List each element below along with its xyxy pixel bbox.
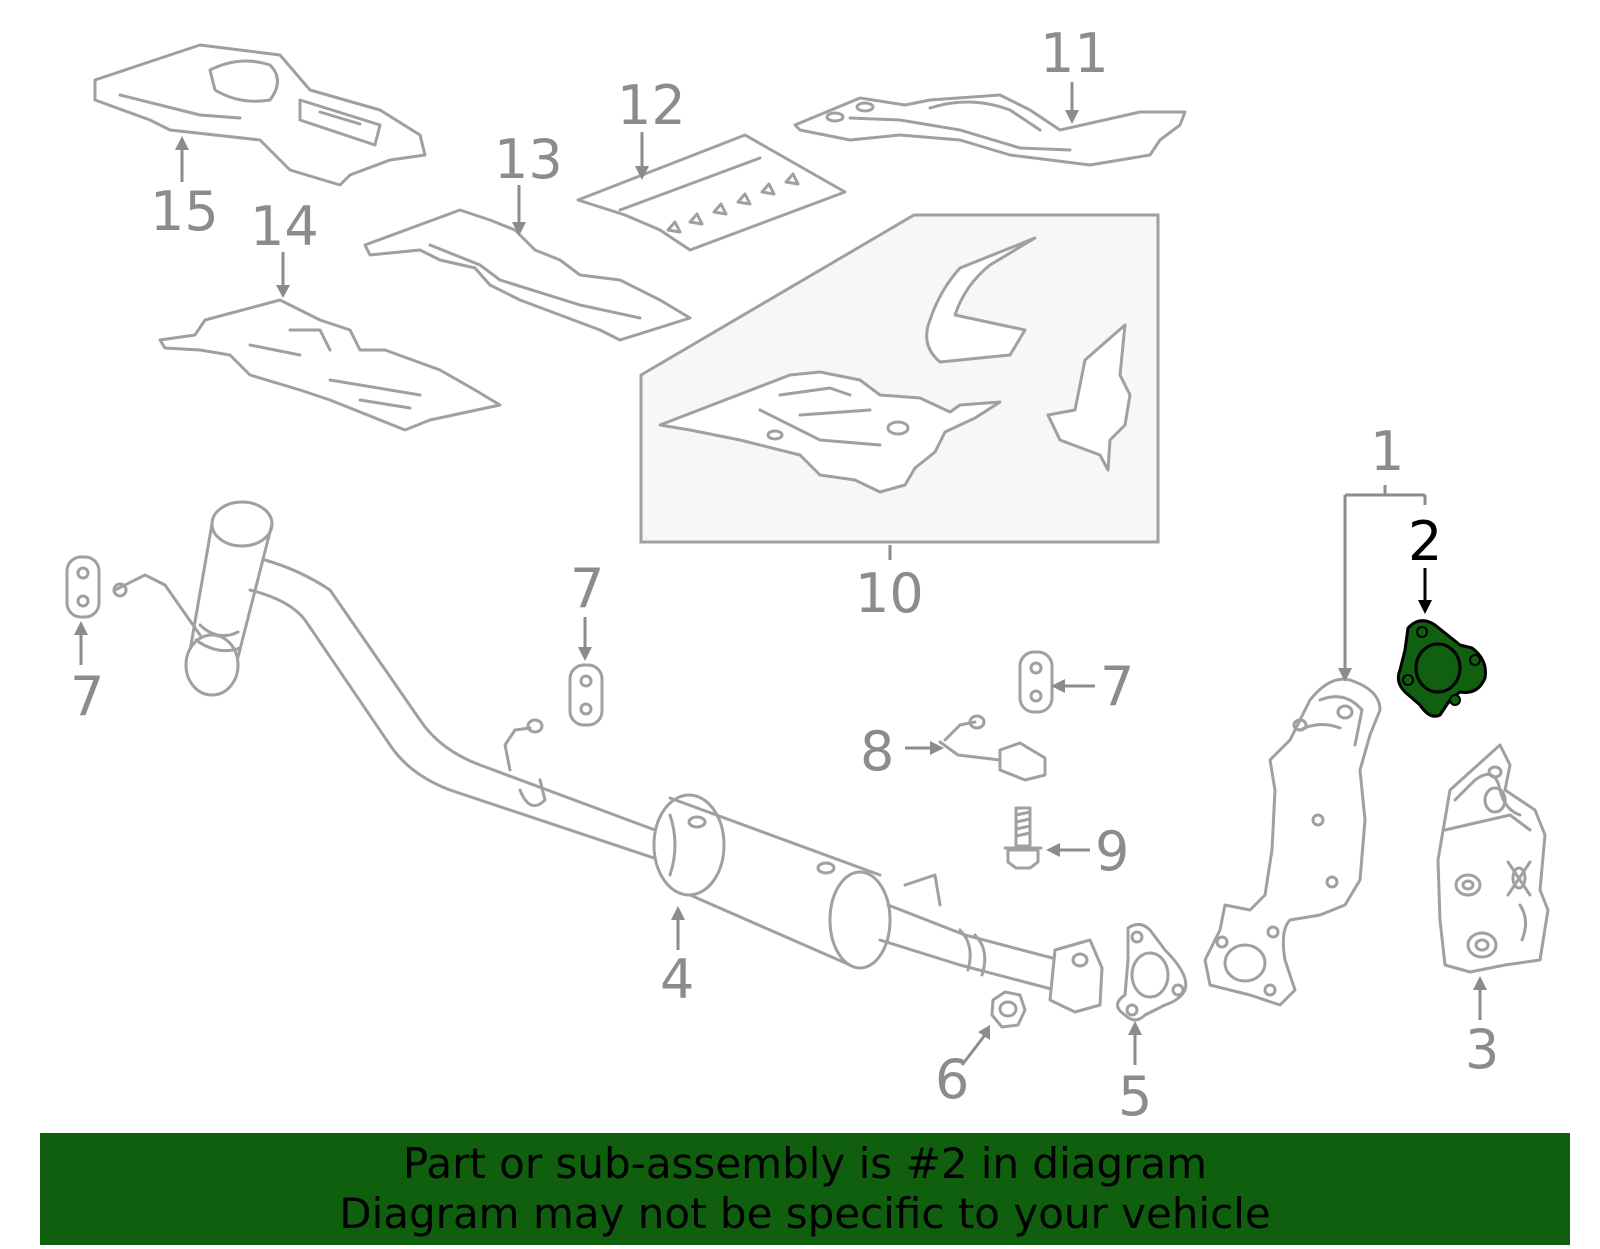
part-7-hanger-right xyxy=(1018,650,1054,714)
svg-text:13: 13 xyxy=(494,128,563,191)
banner-line-1: Part or sub-assembly is #2 in diagram xyxy=(402,1139,1208,1188)
svg-text:2: 2 xyxy=(1408,510,1442,573)
callout-12: 12 xyxy=(617,74,686,180)
part-2-highlighted-gasket xyxy=(1396,619,1487,718)
part-11-heat-shield xyxy=(793,93,1187,167)
svg-text:6: 6 xyxy=(935,1048,969,1111)
part-7-hanger-left xyxy=(65,555,101,619)
part-1-catalytic-converter xyxy=(1203,677,1382,1007)
part-3-converter-heat-shield xyxy=(1436,743,1550,974)
callout-14: 14 xyxy=(250,195,319,298)
part-4-muffler-assembly xyxy=(112,500,1104,1014)
callout-15: 15 xyxy=(150,136,219,243)
part-6-nut xyxy=(990,990,1027,1029)
part-12-heat-shield xyxy=(576,133,847,252)
svg-text:7: 7 xyxy=(570,557,604,620)
part-10-inset-box xyxy=(639,213,1160,544)
svg-text:10: 10 xyxy=(855,562,924,625)
callout-1: 1 xyxy=(1338,420,1427,682)
part-7-hanger-middle xyxy=(568,663,604,727)
svg-text:8: 8 xyxy=(860,720,894,783)
svg-text:9: 9 xyxy=(1095,820,1129,883)
callout-7-left: 7 xyxy=(70,621,104,728)
callout-5: 5 xyxy=(1118,1021,1152,1128)
callout-7-middle: 7 xyxy=(570,557,604,661)
callout-7-right: 7 xyxy=(1051,655,1134,718)
svg-text:14: 14 xyxy=(250,195,319,258)
callout-13: 13 xyxy=(494,128,563,236)
callout-10: 10 xyxy=(855,545,924,625)
svg-text:1: 1 xyxy=(1370,420,1404,483)
part-14-heat-shield xyxy=(158,298,502,432)
part-5-gasket xyxy=(1116,923,1188,1022)
svg-text:3: 3 xyxy=(1465,1018,1499,1081)
svg-text:15: 15 xyxy=(150,180,219,243)
svg-text:7: 7 xyxy=(1100,655,1134,718)
svg-text:11: 11 xyxy=(1040,22,1109,85)
callout-4: 4 xyxy=(660,906,694,1011)
callout-3: 3 xyxy=(1465,976,1499,1081)
callout-8: 8 xyxy=(860,720,944,783)
part-15-heat-shield xyxy=(93,43,427,187)
callout-2: 2 xyxy=(1408,510,1442,614)
callout-11: 11 xyxy=(1040,22,1109,124)
banner-line-2: Diagram may not be specific to your vehi… xyxy=(339,1189,1271,1238)
svg-text:7: 7 xyxy=(70,665,104,728)
callout-6: 6 xyxy=(935,1025,990,1111)
info-banner: Part or sub-assembly is #2 in diagram Di… xyxy=(40,1133,1570,1245)
svg-text:5: 5 xyxy=(1118,1065,1152,1128)
part-9-bolt xyxy=(1003,806,1043,870)
callout-9: 9 xyxy=(1046,820,1129,883)
svg-text:4: 4 xyxy=(660,948,694,1011)
part-13-heat-shield xyxy=(363,208,692,342)
svg-text:12: 12 xyxy=(617,74,686,137)
part-8-oxygen-sensor xyxy=(938,714,1047,782)
